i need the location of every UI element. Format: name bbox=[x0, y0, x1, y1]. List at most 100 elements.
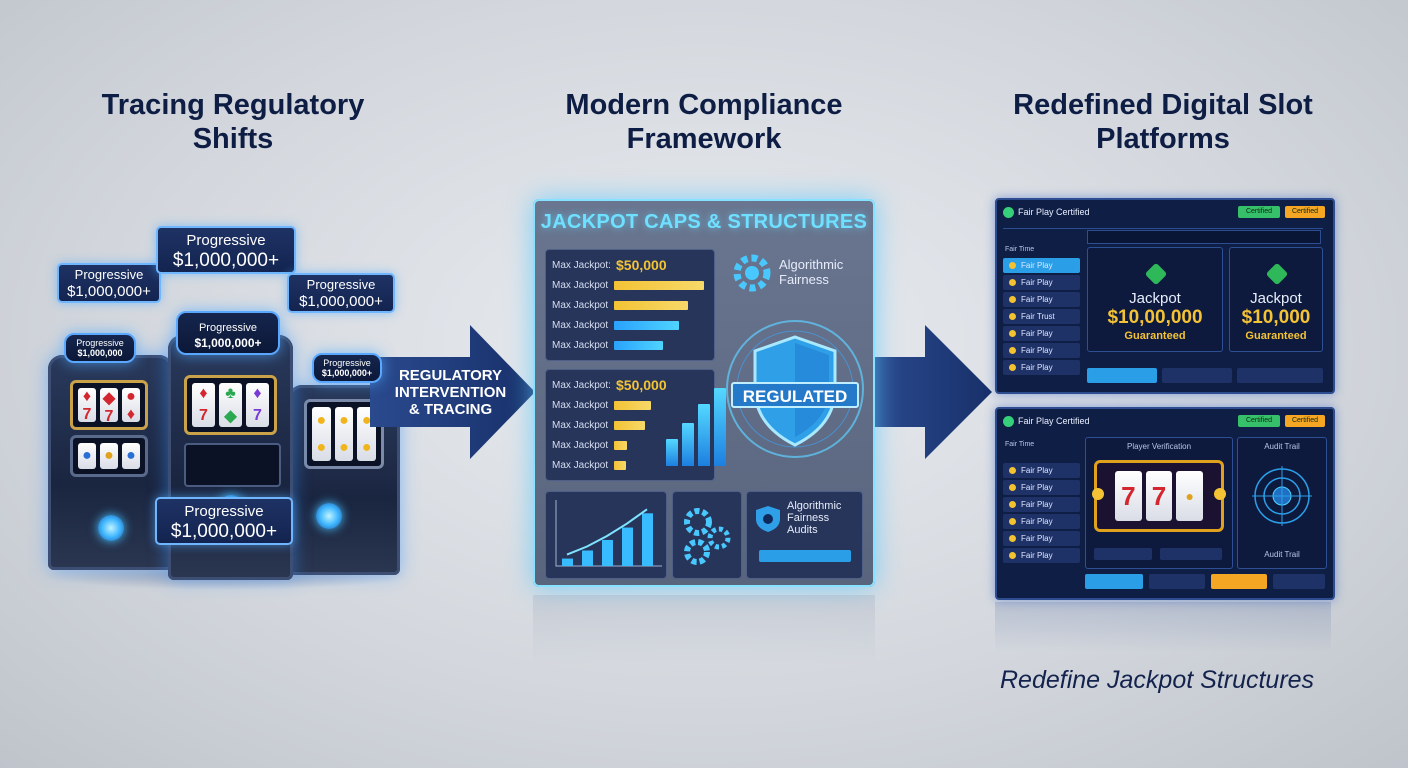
title-right: Redefined Digital Slot Platforms bbox=[1013, 89, 1313, 155]
action-button[interactable] bbox=[1273, 574, 1325, 589]
max-jackpot-label: Max Jackpot bbox=[552, 280, 609, 291]
growth-bar bbox=[602, 539, 613, 566]
sidebar-item[interactable]: Fair Play bbox=[1003, 275, 1080, 290]
sidebar-item[interactable]: Fair Play bbox=[1003, 463, 1080, 478]
check-icon bbox=[1003, 207, 1014, 218]
max-jackpot-value: $50,000 bbox=[616, 257, 667, 273]
coin-icon bbox=[1009, 313, 1016, 320]
cap-bar bbox=[614, 461, 626, 470]
shield-gear-icon bbox=[756, 506, 780, 532]
machine-sign: Progressive $1,000,000+ bbox=[176, 311, 280, 355]
coin-icon bbox=[1009, 552, 1016, 559]
audits-label: Algorithmic Fairness Audits bbox=[787, 500, 842, 536]
target-radar-icon bbox=[1252, 466, 1312, 526]
gears-icon bbox=[684, 508, 731, 565]
jackpot-callout: Progressive $1,000,000+ bbox=[155, 497, 293, 545]
machine-sign: Progressive $1,000,000 bbox=[64, 333, 136, 363]
spin-button-icon bbox=[98, 515, 124, 541]
arrow-label: REGULATORY INTERVENTION & TRACING bbox=[394, 367, 507, 418]
max-jackpot-label: Max Jackpot bbox=[552, 440, 609, 451]
vertical-bar bbox=[698, 403, 710, 466]
coin-icon bbox=[1009, 279, 1016, 286]
jackpot-card: Jackpot $10,000 Guaranteed bbox=[1229, 247, 1323, 352]
coin-icon bbox=[1009, 330, 1016, 337]
max-jackpot-label: Max Jackpot bbox=[552, 420, 609, 431]
sidebar-item[interactable]: Fair Play bbox=[1003, 343, 1080, 358]
caption: Redefine Jackpot Structures bbox=[1000, 666, 1315, 694]
action-button[interactable] bbox=[1162, 368, 1232, 383]
max-jackpot-label: Max Jackpot bbox=[552, 300, 609, 311]
certified-chip: Certified bbox=[1238, 206, 1280, 218]
sidebar-item[interactable]: Fair Play bbox=[1003, 258, 1080, 273]
max-jackpot-label: Max Jackpot: bbox=[552, 380, 611, 391]
brand-label: Fair Play Certified bbox=[1018, 207, 1090, 217]
sidebar-item[interactable]: Fair Play bbox=[1003, 326, 1080, 341]
sidebar-item[interactable]: Fair Play bbox=[1003, 531, 1080, 546]
gear-icon bbox=[730, 251, 774, 300]
growth-bar bbox=[622, 527, 633, 566]
max-jackpot-label: Max Jackpot bbox=[552, 340, 609, 351]
max-jackpot-label: Max Jackpot: bbox=[552, 260, 611, 271]
compliance-panel: JACKPOT CAPS & STRUCTURES Max Jackpot: $5… bbox=[533, 199, 875, 587]
action-button[interactable] bbox=[1087, 368, 1157, 383]
verify-button[interactable] bbox=[1094, 548, 1152, 560]
machine-sign: Progressive $1,000,000+ bbox=[312, 353, 382, 383]
sidebar-item[interactable]: Fair Play bbox=[1003, 360, 1080, 375]
dashboard-bottom: Fair Play Certified Certified Certified … bbox=[995, 407, 1335, 600]
jackpot-callout: Progressive $1,000,000+ bbox=[57, 263, 161, 303]
certified-chip: Certified bbox=[1238, 415, 1280, 427]
sidebar-item[interactable]: Fair Play bbox=[1003, 480, 1080, 495]
sidebar-item[interactable]: Fair Play bbox=[1003, 497, 1080, 512]
cap-bar bbox=[614, 301, 689, 310]
growth-bar bbox=[562, 558, 573, 566]
jackpot-card: Jackpot $10,00,000 Guaranteed bbox=[1087, 247, 1223, 352]
growth-bar bbox=[582, 550, 593, 566]
audits-box: Algorithmic Fairness Audits bbox=[746, 491, 863, 579]
action-button[interactable] bbox=[1149, 574, 1205, 589]
audit-trail-panel: Audit Trail Audit Trail bbox=[1237, 437, 1327, 569]
action-button[interactable] bbox=[1211, 574, 1267, 589]
slot-machine-left: ♦7◆7●♦ ●●● bbox=[48, 355, 173, 570]
side-header: Fair Time bbox=[1005, 441, 1035, 448]
sidebar-item[interactable]: Fair Play bbox=[1003, 514, 1080, 529]
growth-chart-box bbox=[545, 491, 667, 579]
cap-bar bbox=[614, 401, 652, 410]
max-jackpot-label: Max Jackpot bbox=[552, 400, 609, 411]
clover-icon bbox=[1265, 262, 1289, 286]
verification-panel: Player Verification 7 7 ● bbox=[1085, 437, 1233, 569]
clover-icon bbox=[1144, 262, 1168, 286]
cap-bar bbox=[614, 421, 646, 430]
title-left: Tracing Regulatory Shifts bbox=[101, 89, 365, 155]
max-jackpot-label: Max Jackpot bbox=[552, 460, 609, 471]
sidebar-item[interactable]: Fair Play bbox=[1003, 292, 1080, 307]
coin-icon bbox=[1009, 484, 1016, 491]
audit-progress-bar bbox=[759, 550, 851, 562]
trend-line bbox=[566, 508, 648, 556]
side-header: Fair Time bbox=[1005, 246, 1035, 253]
coin-icon bbox=[1009, 535, 1016, 542]
coin-icon bbox=[1009, 518, 1016, 525]
cap-bar bbox=[614, 341, 664, 350]
action-button[interactable] bbox=[1085, 574, 1143, 589]
coin-icon bbox=[1009, 262, 1016, 269]
cap-bar bbox=[614, 321, 679, 330]
spin-button-icon bbox=[316, 503, 342, 529]
cap-bar bbox=[614, 441, 628, 450]
certified-chip: Certified bbox=[1285, 206, 1325, 218]
regulated-badge: REGULATED bbox=[731, 382, 859, 408]
check-icon bbox=[1003, 416, 1014, 427]
dashboard-top: Fair Play Certified Certified Certified … bbox=[995, 198, 1335, 394]
gears-box bbox=[672, 491, 742, 579]
action-button[interactable] bbox=[1237, 368, 1323, 383]
growth-bar bbox=[642, 513, 653, 566]
sidebar-item[interactable]: Fair Play bbox=[1003, 548, 1080, 563]
max-jackpot-value: $50,000 bbox=[616, 377, 667, 393]
cap-bar bbox=[614, 281, 705, 290]
panel-heading: JACKPOT CAPS & STRUCTURES bbox=[540, 211, 868, 233]
slot-machines-group: ♦7◆7●♦ ●●● ●●●●●● ♦7♣◆♦7 Progressive $1,… bbox=[40, 215, 410, 590]
sidebar-item[interactable]: Fair Trust bbox=[1003, 309, 1080, 324]
verify-button[interactable] bbox=[1160, 548, 1222, 560]
coin-icon bbox=[1009, 501, 1016, 508]
